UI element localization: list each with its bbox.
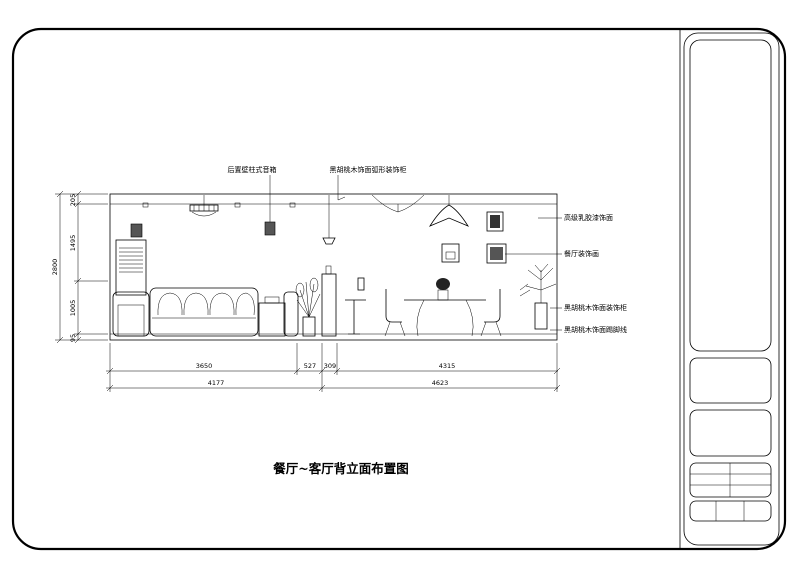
pendant-lamp bbox=[428, 195, 470, 227]
callout-painting-label: 餐厅装饰画 bbox=[564, 249, 599, 258]
ceiling-fixture bbox=[142, 202, 149, 208]
ceiling-fixture bbox=[289, 202, 296, 208]
partition-column bbox=[321, 195, 337, 337]
vertical-dimensions bbox=[55, 190, 108, 344]
title-block-panel-2 bbox=[689, 409, 772, 457]
ceiling-fixture bbox=[234, 202, 241, 208]
wall-speaker bbox=[130, 223, 143, 238]
dim-width-2: 527 bbox=[304, 362, 316, 370]
title-block-grid bbox=[689, 462, 772, 498]
dim-width-6: 4623 bbox=[432, 379, 449, 387]
title-block bbox=[683, 32, 780, 546]
callout-cabinet-wood-label: 黑胡桃木饰面装饰柜 bbox=[564, 303, 627, 312]
callout-skirting-label: 黑胡桃木饰面踢脚线 bbox=[564, 325, 627, 334]
title-block-panel-1 bbox=[689, 357, 772, 404]
wall-painting bbox=[486, 243, 507, 264]
dim-width-4: 4315 bbox=[439, 362, 456, 370]
dim-width-1: 3650 bbox=[196, 362, 213, 370]
drawing-title: 餐厅~客厅背立面布置图 bbox=[272, 461, 408, 476]
sofa-set bbox=[112, 287, 299, 337]
outer-frame bbox=[11, 27, 787, 551]
bar-stool bbox=[345, 277, 366, 335]
wall-painting bbox=[441, 243, 460, 263]
dim-height-4: 95 bbox=[69, 334, 77, 342]
wall-speaker bbox=[264, 221, 276, 236]
dim-height-2: 1495 bbox=[69, 235, 77, 252]
dim-width-3: 309 bbox=[324, 362, 336, 370]
room-elevation bbox=[109, 193, 558, 341]
callout-paint-label: 高级乳胶漆饰面 bbox=[564, 213, 613, 222]
chandelier bbox=[189, 195, 219, 217]
air-conditioner bbox=[115, 239, 147, 296]
dining-set bbox=[384, 278, 502, 337]
horizontal-dimensions bbox=[106, 343, 561, 392]
dim-height-3: 1005 bbox=[69, 300, 77, 317]
callout-speaker-label: 后置壁柱式音箱 bbox=[228, 165, 277, 174]
title-block-border bbox=[683, 32, 780, 546]
title-block-main-panel bbox=[689, 39, 772, 352]
dim-width-5: 4177 bbox=[208, 379, 225, 387]
dim-height-1: 205 bbox=[69, 194, 77, 206]
palm-plant bbox=[519, 263, 557, 330]
wall-painting bbox=[486, 211, 504, 232]
dim-total-height: 2800 bbox=[51, 259, 59, 276]
callout-cabinet-label: 黑胡桃木饰面弧形装饰柜 bbox=[330, 165, 407, 174]
wall-outline bbox=[109, 193, 558, 341]
potted-plant bbox=[295, 277, 321, 337]
callout-leader bbox=[337, 196, 346, 201]
title-block-footer bbox=[689, 500, 772, 522]
